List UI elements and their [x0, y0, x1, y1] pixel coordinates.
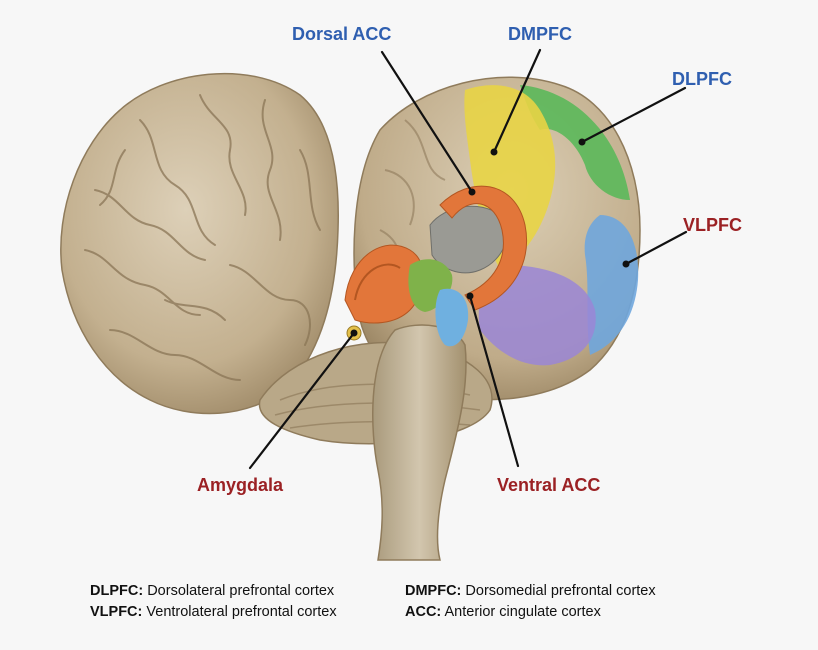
dorsal-acc-pointer: [380, 50, 474, 194]
dorsal-acc-label: Dorsal ACC: [292, 24, 392, 44]
legend-item-acc: ACC: Anterior cingulate cortex: [405, 604, 601, 620]
vlpfc-pointer: [624, 230, 688, 266]
legend-item-dmpfc: DMPFC: Dorsomedial prefrontal cortex: [405, 583, 656, 599]
ventral-acc-label: Ventral ACC: [497, 475, 601, 495]
vlpfc-label: VLPFC: [683, 215, 743, 235]
ventral-acc-pointer: [468, 294, 520, 468]
dmpfc-label: DMPFC: [508, 24, 572, 44]
vlpfc-region: [584, 215, 639, 355]
legend-item-dlpfc: DLPFC: Dorsolateral prefrontal cortex: [90, 583, 335, 599]
left-hemisphere: [60, 72, 339, 415]
dlpfc-pointer: [580, 86, 687, 144]
legend-item-vlpfc: VLPFC: Ventrolateral prefrontal cortex: [90, 604, 337, 620]
amygdala-pointer: [248, 331, 356, 470]
dlpfc-region: [520, 85, 630, 200]
right-hemisphere: [258, 76, 641, 561]
dlpfc-label: DLPFC: [672, 69, 732, 89]
ventral-region: [478, 265, 596, 366]
amygdala-label: Amygdala: [197, 475, 284, 495]
leader-lines: [248, 48, 688, 470]
dmpfc-pointer: [492, 48, 542, 154]
